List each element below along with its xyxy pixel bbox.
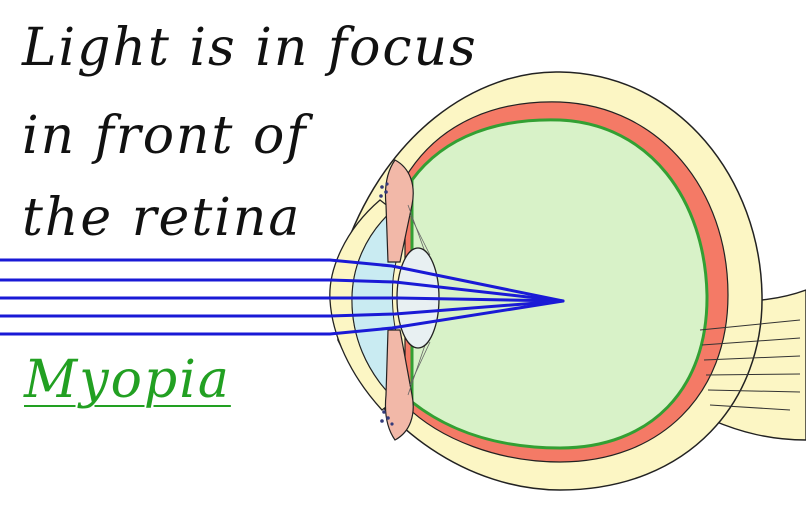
caption-line-1: Light is in focus bbox=[22, 18, 478, 78]
anterior-chamber bbox=[351, 208, 399, 402]
caption-line-2: in front of bbox=[22, 106, 308, 166]
light-rays bbox=[0, 258, 565, 336]
optic-nerve-fibres bbox=[699, 319, 801, 411]
light-ray bbox=[0, 299, 565, 318]
light-ray bbox=[0, 258, 565, 303]
condition-label: Myopia bbox=[24, 350, 231, 410]
light-ray bbox=[0, 296, 565, 303]
light-ray bbox=[0, 299, 565, 336]
vitreous-body bbox=[410, 118, 709, 450]
iris-top bbox=[384, 159, 414, 263]
canal-dots bbox=[379, 182, 394, 426]
iris-bottom bbox=[384, 329, 414, 441]
light-ray bbox=[0, 278, 565, 303]
caption-line-3: the retina bbox=[22, 188, 302, 248]
zonule-fibres bbox=[407, 204, 431, 396]
